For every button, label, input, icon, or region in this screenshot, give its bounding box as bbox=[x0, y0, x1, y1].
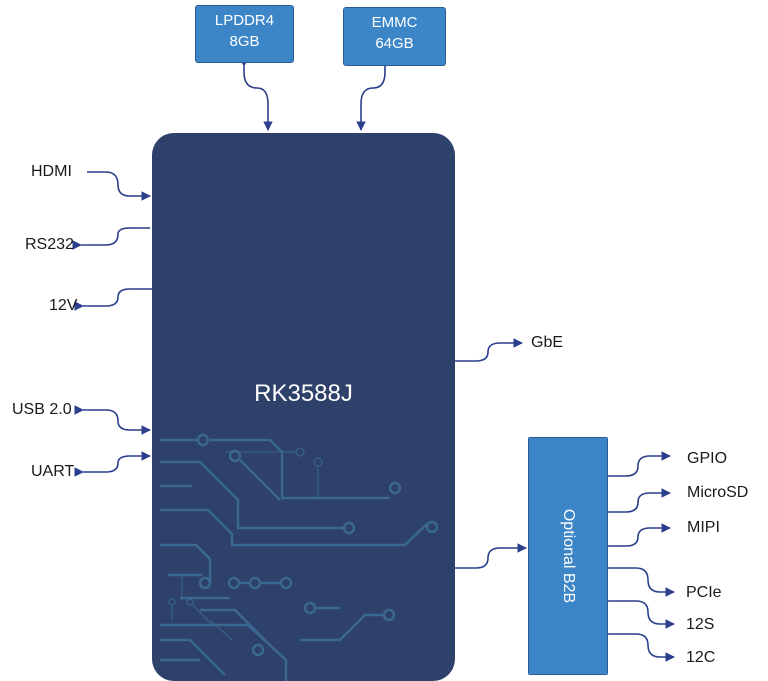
wire-hdmi bbox=[87, 171, 151, 201]
wire-mipi bbox=[600, 523, 671, 551]
soc-label: RK3588J bbox=[254, 380, 353, 407]
b2b-block: Optional B2B bbox=[528, 437, 608, 675]
label-rs232: RS232 bbox=[25, 236, 74, 253]
b2b-label: Optional B2B bbox=[560, 508, 577, 604]
circuit-traces-decoration bbox=[160, 433, 439, 681]
label-12s: 12S bbox=[686, 616, 715, 633]
wire-12s bbox=[600, 596, 675, 629]
wire-gpio bbox=[600, 451, 671, 481]
memory-emmc-type: EMMC bbox=[371, 14, 418, 31]
memory-lpddr4-size: 8GB bbox=[229, 33, 260, 50]
soc-block: RK3588J bbox=[152, 133, 455, 681]
label-uart: UART bbox=[31, 463, 75, 480]
wire-gbe bbox=[447, 338, 523, 366]
memory-box-emmc: EMMC 64GB bbox=[343, 7, 446, 66]
wire-microsd bbox=[600, 488, 671, 517]
label-mipi: MIPI bbox=[687, 519, 720, 536]
wire-12c bbox=[600, 629, 675, 662]
label-12c: 12C bbox=[686, 649, 716, 666]
wire-emmc bbox=[356, 57, 390, 131]
wire-lpddr4 bbox=[239, 57, 273, 131]
memory-emmc-size: 64GB bbox=[375, 35, 414, 52]
memory-box-lpddr4: LPDDR4 8GB bbox=[195, 5, 294, 63]
label-hdmi: HDMI bbox=[31, 163, 72, 180]
wire-uart bbox=[74, 451, 151, 477]
wire-usb bbox=[74, 405, 151, 435]
label-gpio: GPIO bbox=[687, 450, 728, 467]
label-gbe: GbE bbox=[531, 334, 564, 351]
wire-pcie bbox=[600, 563, 675, 597]
label-pcie: PCIe bbox=[686, 584, 722, 601]
label-12v: 12V bbox=[49, 297, 78, 314]
label-microsd: MicroSD bbox=[687, 484, 749, 501]
wire-rs232 bbox=[72, 227, 150, 250]
wire-b2b bbox=[447, 543, 527, 573]
wire-12v bbox=[74, 288, 152, 311]
memory-lpddr4-type: LPDDR4 bbox=[214, 12, 275, 29]
label-usb2: USB 2.0 bbox=[12, 401, 72, 418]
